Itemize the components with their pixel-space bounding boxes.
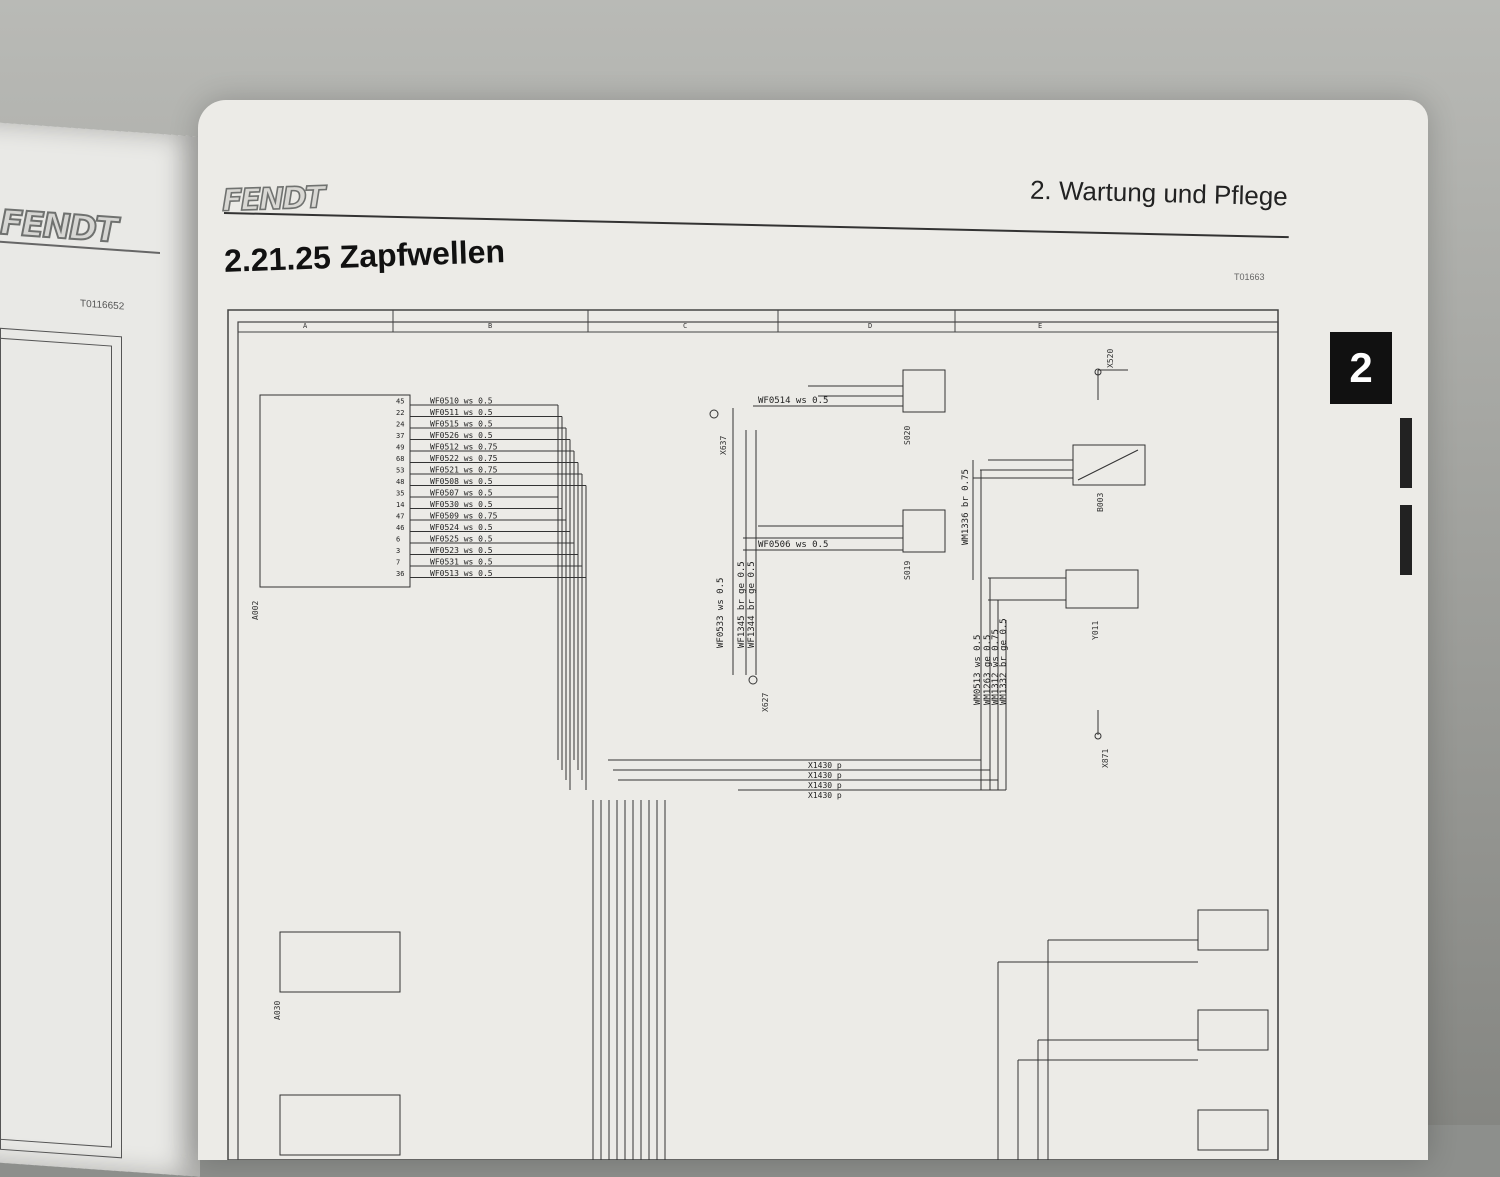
module-a030-box	[279, 931, 401, 993]
pin-number: 53	[396, 467, 404, 475]
wire-label: WM1332 br ge 0.5	[999, 618, 1009, 705]
sensor-b003-symbol	[1072, 444, 1146, 486]
wire-label: WF1344 br ge 0.5	[747, 561, 757, 648]
module-a002-box	[259, 394, 411, 588]
column-label: A	[303, 322, 308, 330]
wire-label: WF0511 ws 0.5	[430, 408, 493, 417]
wire-label: WM1312 ws 0.75	[991, 629, 1001, 705]
connector-label: X1430 p	[808, 781, 842, 790]
wire-label: WF0513 ws 0.5	[430, 569, 493, 578]
wire-label: WF0509 ws 0.75	[430, 512, 498, 521]
pin-number: 14	[396, 501, 404, 509]
component-label: X871	[1101, 749, 1110, 768]
wire-label: WF0523 ws 0.5	[430, 546, 493, 555]
wire-label: WF0526 ws 0.5	[430, 431, 493, 440]
wire-label: WF0525 ws 0.5	[430, 535, 493, 544]
pin-number: 48	[396, 478, 404, 486]
valve-symbol	[1197, 909, 1269, 951]
wire-label: WM1263 ge 0.5	[983, 635, 993, 705]
pin-number: 49	[396, 444, 404, 452]
wire-label: WF0521 ws 0.75	[430, 466, 498, 475]
right-page: FENDT 2. Wartung und Pflege 2.21.25 Zapf…	[198, 100, 1428, 1160]
module-label: A002	[251, 601, 260, 620]
pin-number: 36	[396, 570, 404, 578]
schematic-outer-frame	[227, 309, 1279, 1160]
pin-number: 45	[396, 398, 404, 406]
wire-label: WF1345 br ge 0.5	[737, 561, 747, 648]
wire-label: WF0514 ws 0.5	[758, 396, 828, 406]
pin-number: 47	[396, 513, 404, 521]
component-label: A030	[273, 1001, 282, 1020]
component-label: S019	[903, 561, 912, 580]
column-label: C	[683, 322, 687, 330]
pin-number: 24	[396, 421, 404, 429]
switch-s019-symbol	[902, 509, 946, 553]
valve-symbol	[1197, 1109, 1269, 1151]
chapter-tab: 2	[1330, 332, 1392, 404]
wire-label: WF0531 ws 0.5	[430, 558, 493, 567]
pin-number: 68	[396, 455, 404, 463]
schematic-inner-frame	[237, 321, 1279, 1160]
thumb-index-mark	[1400, 505, 1412, 575]
pin-number: 46	[396, 524, 404, 532]
component-label: S020	[903, 426, 912, 445]
wire-label: WF0515 ws 0.5	[430, 420, 493, 429]
column-label: E	[1038, 322, 1042, 330]
component-label: X627	[761, 693, 770, 712]
wire-label: WF0512 ws 0.75	[430, 443, 498, 452]
wire-label: WF0524 ws 0.5	[430, 523, 493, 532]
pin-number: 37	[396, 432, 404, 440]
connector-label: X1430 p	[808, 791, 842, 800]
wire-label: WF0522 ws 0.75	[430, 454, 498, 463]
left-page-schematic-inner-frame	[0, 337, 112, 1148]
column-label: D	[868, 322, 872, 330]
wire-label: WF0506 ws 0.5	[758, 540, 828, 550]
lower-module-box	[279, 1094, 401, 1156]
pin-number: 7	[396, 559, 400, 567]
wire-label: WF0510 ws 0.5	[430, 397, 493, 406]
wire-label: WF0530 ws 0.5	[430, 500, 493, 509]
wire-label: WM1336 br 0.75	[961, 469, 971, 545]
wire-label: WF0533 ws 0.5	[716, 578, 726, 648]
connector-label: X1430 p	[808, 771, 842, 780]
wire-label: WF0507 ws 0.5	[430, 489, 493, 498]
wire-label: WM0513 ws 0.5	[973, 635, 983, 705]
wire-group-down	[592, 800, 666, 1160]
switch-s020-symbol	[902, 369, 946, 413]
connector-x627-node	[748, 675, 758, 685]
component-label: Y011	[1091, 621, 1100, 640]
component-label: B003	[1096, 493, 1105, 512]
connector-x637-node	[709, 409, 719, 419]
pin-number: 22	[396, 409, 404, 417]
valve-y011-symbol	[1065, 569, 1139, 609]
component-label: X637	[719, 436, 728, 455]
thumb-index-mark	[1400, 418, 1412, 488]
connector-x871-node	[1094, 732, 1102, 740]
pin-number: 6	[396, 536, 400, 544]
connector-label: X1430 p	[808, 761, 842, 770]
connector-x1430-group: X1430 p X1430 p X1430 p X1430 p	[608, 759, 1006, 800]
left-page-code: T0116652	[80, 298, 125, 313]
component-label: X520	[1106, 349, 1115, 368]
pin-number: 35	[396, 490, 404, 498]
pin-number: 3	[396, 547, 400, 555]
left-page: FENDT T0116652	[0, 120, 200, 1177]
sensor-symbol-stroke	[1077, 449, 1139, 481]
doc-code: T01663	[1234, 272, 1265, 282]
valve-symbol	[1197, 1009, 1269, 1051]
ground-x520-node	[1094, 368, 1102, 376]
wire-label: WF0508 ws 0.5	[430, 477, 493, 486]
column-label: B	[488, 322, 492, 330]
